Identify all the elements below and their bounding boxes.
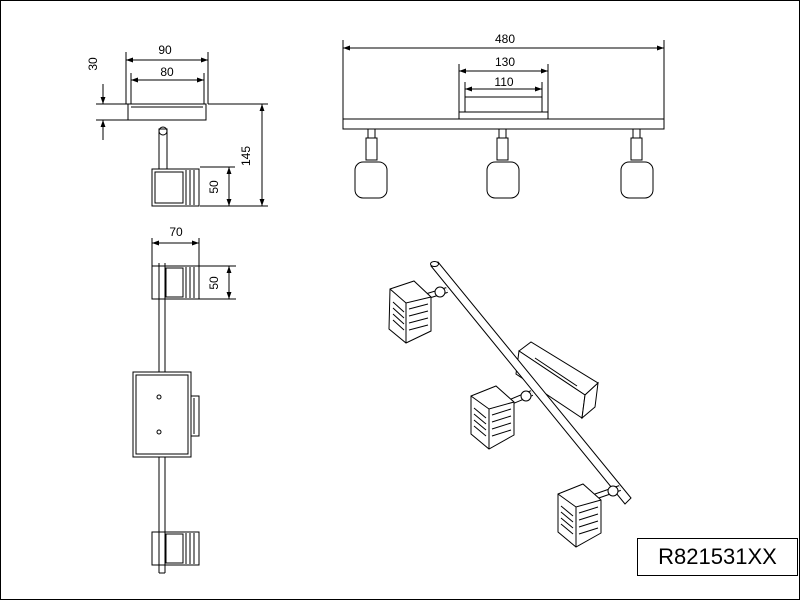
dim-top-head-depth: 70 [169, 225, 183, 239]
dim-side-total-height: 145 [239, 146, 253, 166]
side-view [96, 52, 268, 207]
dim-front-base-width: 130 [495, 55, 515, 69]
dim-side-base-width: 90 [158, 43, 172, 57]
dim-side-base-height: 30 [86, 57, 100, 71]
dim-front-base-inner-width: 110 [494, 75, 513, 89]
front-view-dimension-lines [343, 45, 664, 92]
top-view [132, 238, 236, 574]
front-view [342, 40, 665, 199]
product-code: R821531XX [658, 544, 777, 569]
perspective-view [388, 261, 632, 548]
side-view-dimension-lines [100, 57, 265, 206]
top-view-dimension-lines [152, 240, 232, 299]
dim-side-base-inner-width: 80 [160, 65, 174, 79]
product-code-label: R821531XX [637, 538, 798, 576]
dim-side-head-height: 50 [207, 180, 221, 194]
dim-top-head-width: 50 [207, 276, 221, 290]
dim-front-bar-length: 480 [495, 32, 515, 46]
